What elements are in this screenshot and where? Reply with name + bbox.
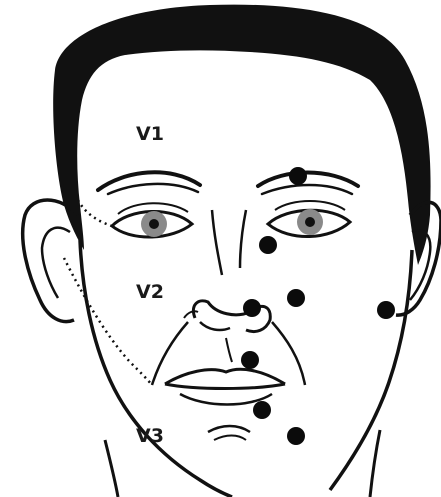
zone-label-v2: V2 bbox=[136, 281, 164, 303]
point-labial bbox=[241, 351, 259, 369]
right-eye-crease bbox=[275, 201, 345, 210]
mouth-line bbox=[165, 384, 285, 389]
hair bbox=[53, 5, 430, 265]
left-ear-inner bbox=[42, 228, 70, 298]
nose-bridge-right bbox=[240, 210, 246, 268]
point-supraorbital bbox=[289, 167, 307, 185]
nostril-left bbox=[200, 322, 230, 330]
point-zygomatic bbox=[377, 301, 395, 319]
chin-crease-lower bbox=[214, 436, 246, 441]
point-nasal-left bbox=[243, 299, 261, 317]
nose-bridge-left bbox=[212, 210, 222, 275]
neck-right bbox=[370, 430, 380, 497]
nasolabial-right bbox=[272, 322, 305, 385]
right-pupil bbox=[305, 217, 315, 227]
zone-label-v3: V3 bbox=[136, 425, 164, 447]
point-infraorbital bbox=[287, 289, 305, 307]
right-eyebrow-lower bbox=[262, 185, 352, 194]
face-outline-right bbox=[330, 250, 412, 490]
left-eyebrow-lower bbox=[108, 184, 198, 194]
point-mental-upper bbox=[253, 401, 271, 419]
nerve-path-dotted-lower bbox=[64, 258, 152, 385]
upper-lip bbox=[165, 369, 285, 384]
point-infraorbital-upper bbox=[259, 236, 277, 254]
philtrum bbox=[226, 338, 232, 362]
chin-crease bbox=[208, 426, 250, 432]
nerve-path-dotted bbox=[78, 200, 112, 226]
zone-label-v1: V1 bbox=[136, 123, 164, 145]
neck-left bbox=[105, 440, 118, 497]
point-mental bbox=[287, 427, 305, 445]
left-pupil bbox=[149, 219, 159, 229]
